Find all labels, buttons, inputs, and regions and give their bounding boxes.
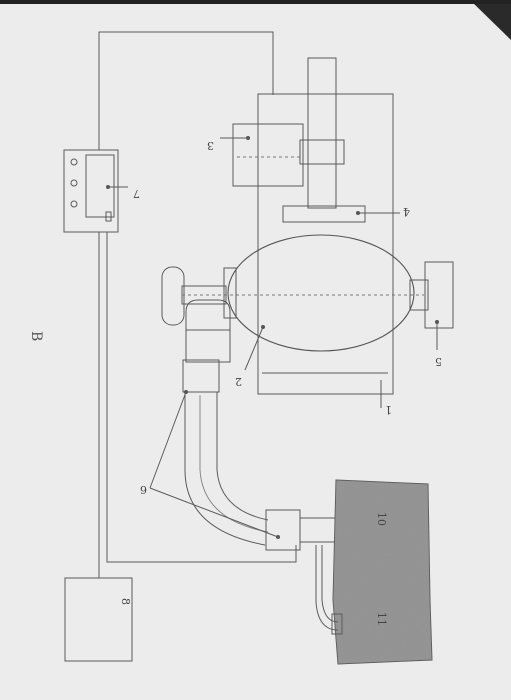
label-6: 6 [140, 483, 147, 496]
label-3: 3 [207, 139, 214, 152]
tank-shade [333, 480, 432, 664]
top-dark-band [0, 0, 511, 4]
label-2: 2 [235, 375, 242, 388]
label-4: 4 [403, 205, 410, 218]
label-5: 5 [435, 355, 442, 368]
label-11: 11 [375, 612, 388, 626]
label-1: 1 [385, 403, 392, 416]
label-7: 7 [133, 187, 140, 200]
label-8: 8 [119, 598, 132, 605]
sheet-letter: B [28, 331, 44, 341]
label-10: 10 [375, 512, 388, 526]
